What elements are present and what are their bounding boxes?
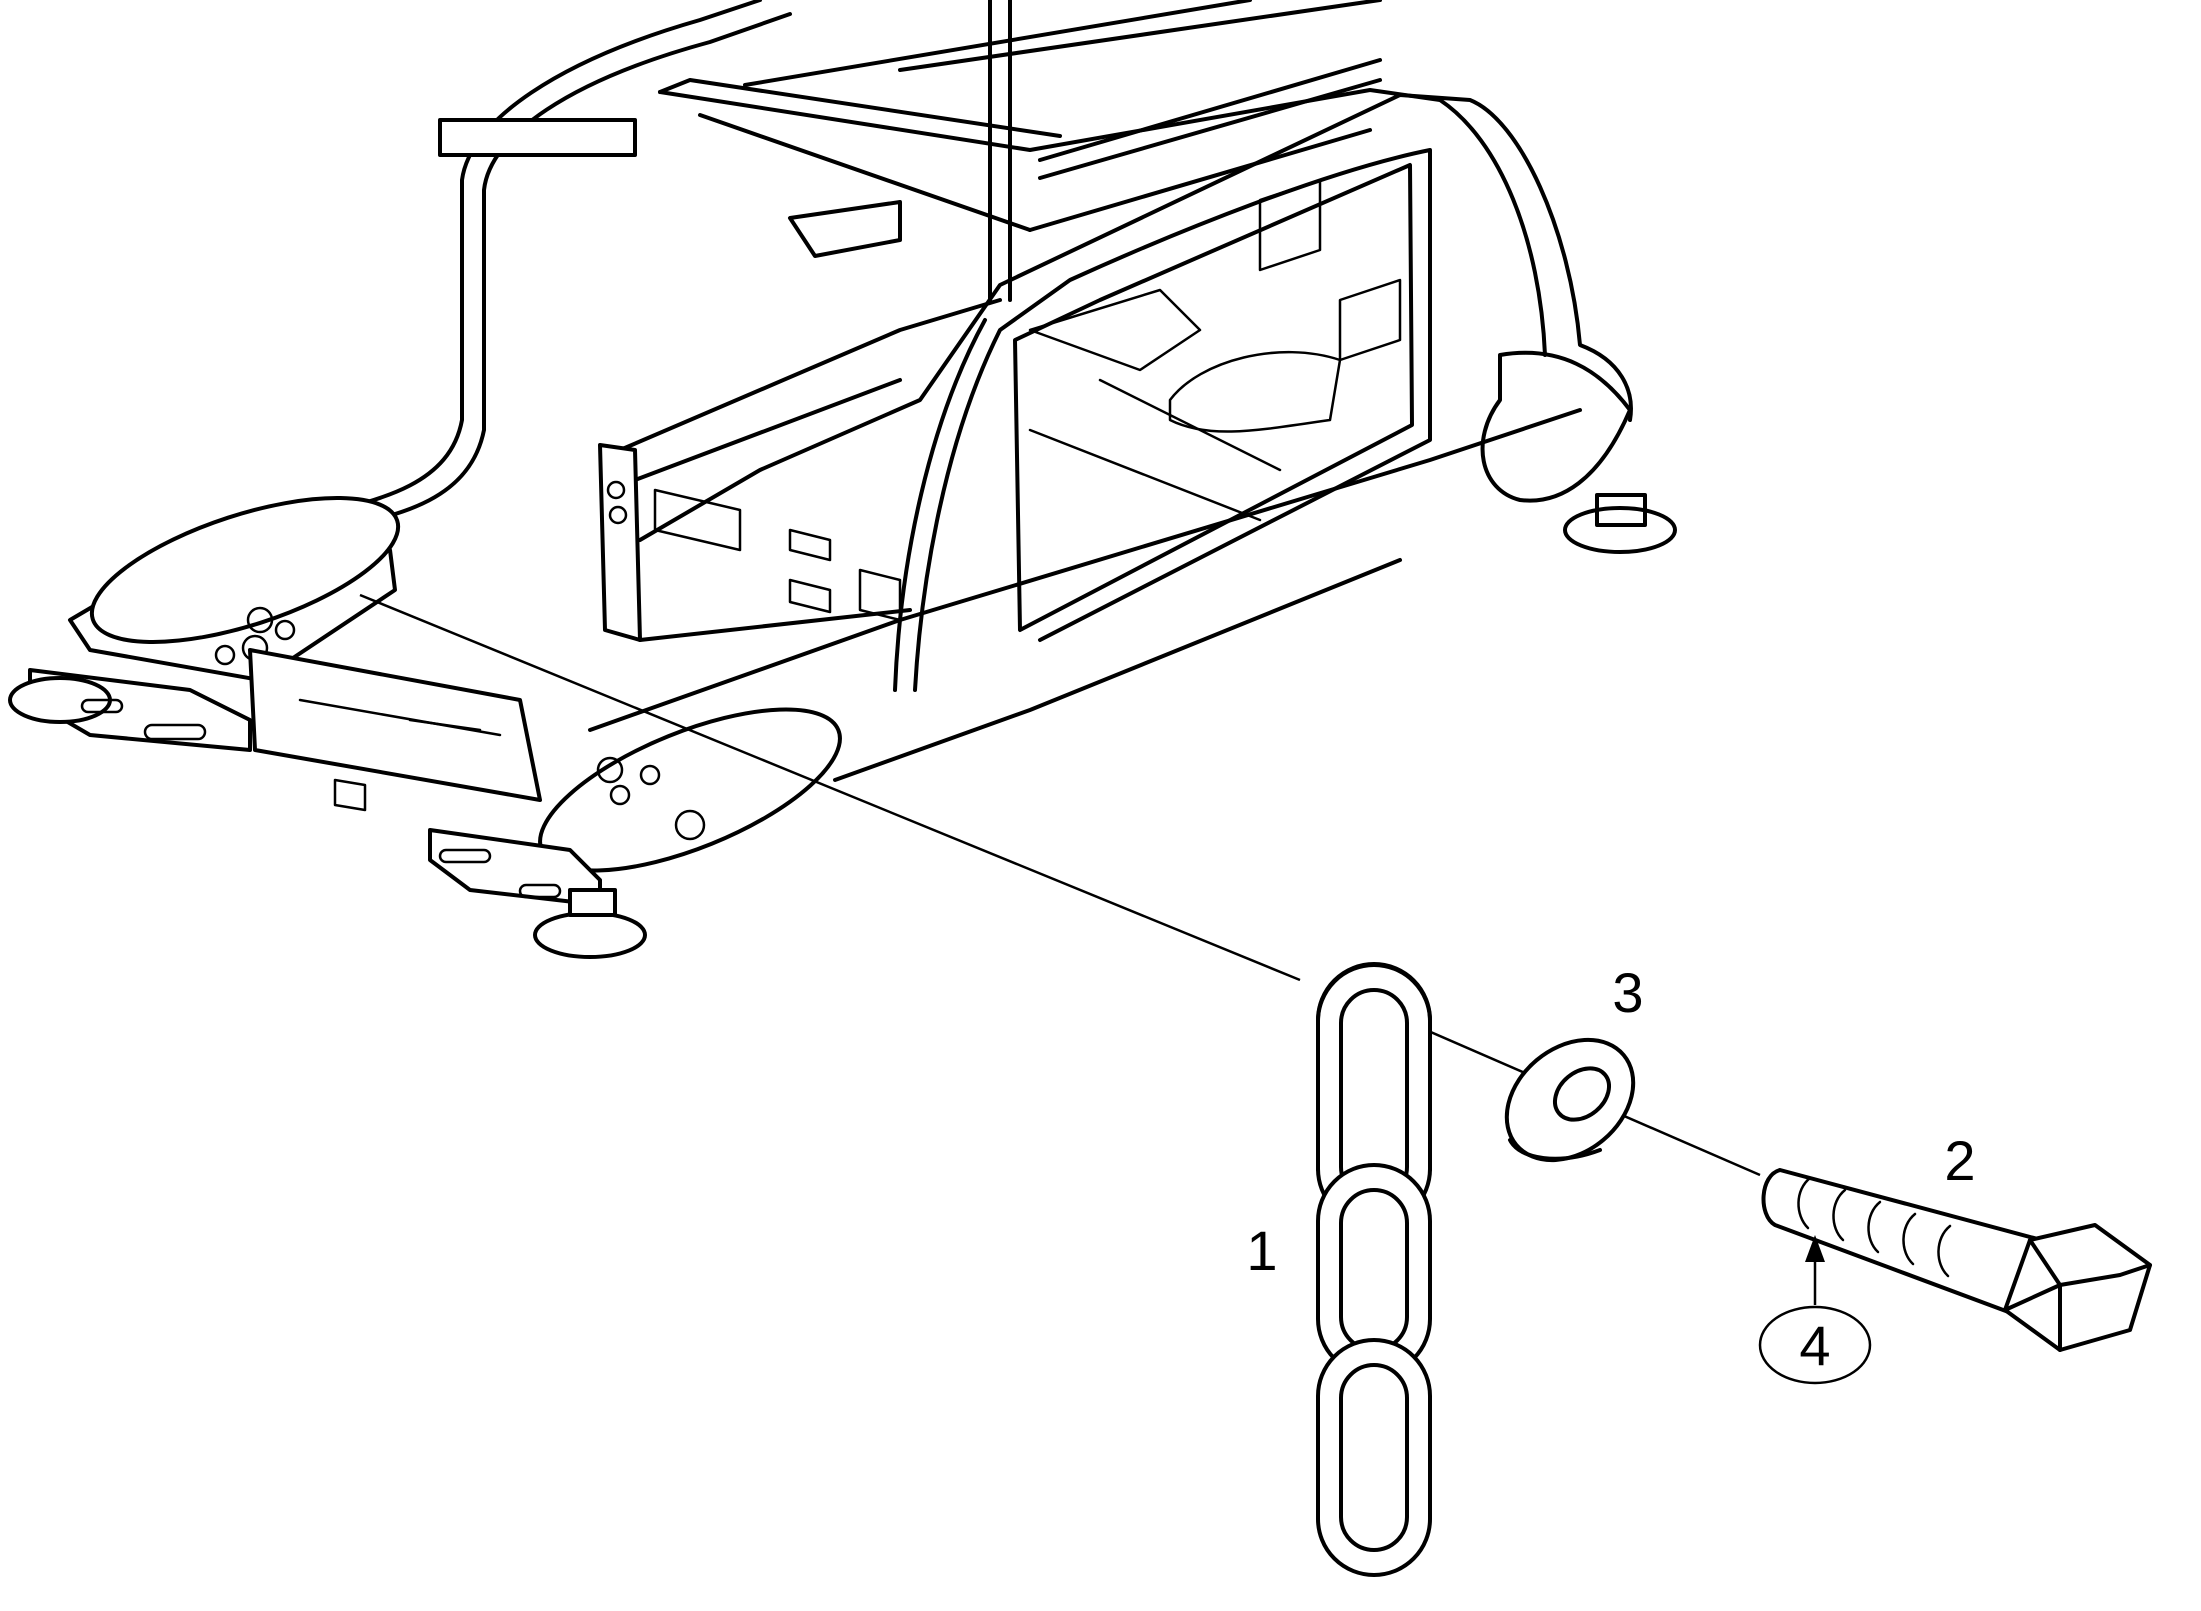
callout-1: 1 <box>1246 1219 1277 1282</box>
callout-2: 2 <box>1944 1129 1975 1192</box>
callout-4: 4 <box>1799 1314 1830 1377</box>
frame-assembly <box>8 0 1677 959</box>
chain <box>1316 962 1432 1577</box>
callout-3: 3 <box>1612 961 1643 1024</box>
hex-bolt <box>1761 1168 2152 1352</box>
callout-4-marker <box>1758 1235 1872 1385</box>
washer <box>1504 1037 1636 1163</box>
